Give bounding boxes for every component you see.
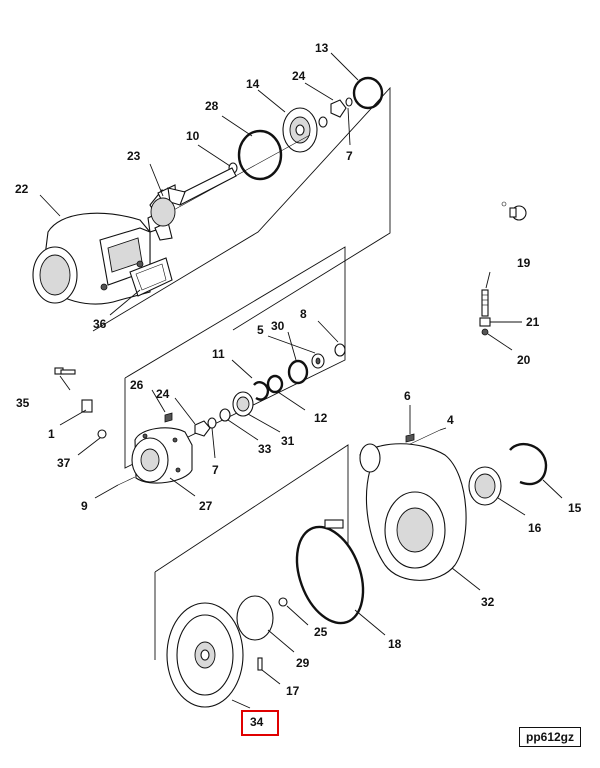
callout-27: 27 — [199, 499, 213, 513]
assembly-frame-upper — [92, 86, 391, 660]
part-5-washer — [311, 353, 325, 369]
callout-9: 9 — [81, 499, 88, 513]
callout-34-highlighted: 34 — [250, 715, 264, 729]
callout-35: 35 — [16, 396, 30, 410]
callout-37: 37 — [57, 456, 71, 470]
callout-18: 18 — [388, 637, 402, 651]
part-27-bearing-housing — [131, 427, 193, 484]
part-37-nut — [97, 429, 107, 439]
part-16-insert — [468, 466, 502, 506]
part-32-compressor-housing — [359, 443, 467, 581]
part-31-thrust-bearing — [232, 391, 254, 417]
callout-22: 22 — [15, 182, 29, 196]
callout-11: 11 — [212, 347, 225, 361]
part-19-stud — [481, 289, 489, 317]
drawing-code-label: pp612gz — [519, 727, 581, 747]
callout-labels: 13 24 14 28 10 7 23 22 36 19 21 20 8 5 3… — [15, 41, 582, 729]
part-21-nut — [479, 317, 491, 327]
leader-lines — [39, 52, 563, 709]
part-9-pin — [117, 476, 136, 486]
callout-31: 31 — [281, 434, 295, 448]
part-4-label — [407, 429, 441, 446]
part-34-compressor-backplate — [166, 602, 244, 708]
part-33-spacer — [219, 408, 231, 422]
callout-7-upper: 7 — [346, 149, 353, 163]
part-12-oring — [266, 374, 284, 394]
part-17-screw — [257, 657, 263, 671]
callout-16: 16 — [528, 521, 542, 535]
part-36-gasket — [129, 257, 173, 297]
part-8-ring — [334, 343, 346, 357]
callout-17: 17 — [286, 684, 300, 698]
callout-20: 20 — [517, 353, 531, 367]
part-14-bearing-housing-cap — [282, 107, 318, 153]
callout-33: 33 — [258, 442, 272, 456]
callout-26: 26 — [130, 378, 144, 392]
callout-24-mid: 24 — [156, 387, 170, 401]
callout-30: 30 — [271, 319, 285, 333]
callout-36: 36 — [93, 317, 107, 331]
callout-13: 13 — [315, 41, 329, 55]
part-35-bolt — [54, 367, 76, 375]
part-11-snap-ring — [253, 381, 270, 401]
part-29-backplate-gasket — [236, 595, 274, 641]
plug-fitting-top-right — [501, 201, 527, 221]
part-26-bolt — [164, 412, 173, 423]
callout-5: 5 — [257, 323, 264, 337]
part-24-nut-upper — [330, 99, 347, 118]
callout-29: 29 — [296, 656, 310, 670]
callout-10: 10 — [186, 129, 200, 143]
part-24-nut-mid — [194, 420, 211, 437]
callout-8: 8 — [300, 307, 307, 321]
part-13-oring — [352, 76, 384, 110]
part-6-tag — [405, 433, 415, 443]
callout-15: 15 — [568, 501, 582, 515]
part-25-nut — [278, 597, 288, 607]
callout-4: 4 — [447, 413, 454, 427]
callout-1: 1 — [48, 427, 55, 441]
callout-19: 19 — [517, 256, 531, 270]
callout-21: 21 — [526, 315, 540, 329]
callout-23: 23 — [127, 149, 141, 163]
callout-25: 25 — [314, 625, 328, 639]
highlighted-part-box — [241, 710, 279, 736]
callout-24-upper: 24 — [292, 69, 306, 83]
part-7-washers-upper — [318, 97, 353, 128]
callout-12: 12 — [314, 411, 328, 425]
callout-28: 28 — [205, 99, 219, 113]
callout-7-mid: 7 — [212, 463, 219, 477]
part-22-turbine-housing — [32, 212, 151, 305]
part-30-ring — [287, 359, 309, 385]
callout-14: 14 — [246, 77, 260, 91]
part-15-retaining-ring — [509, 443, 548, 486]
part-1-bushing — [81, 399, 93, 413]
callout-32: 32 — [481, 595, 495, 609]
part-28-oring — [237, 129, 283, 181]
callout-6: 6 — [404, 389, 411, 403]
part-18-v-band-clamp — [295, 519, 365, 625]
part-20-washer — [481, 328, 489, 336]
part-23-turbine-wheel-shaft — [147, 134, 311, 241]
